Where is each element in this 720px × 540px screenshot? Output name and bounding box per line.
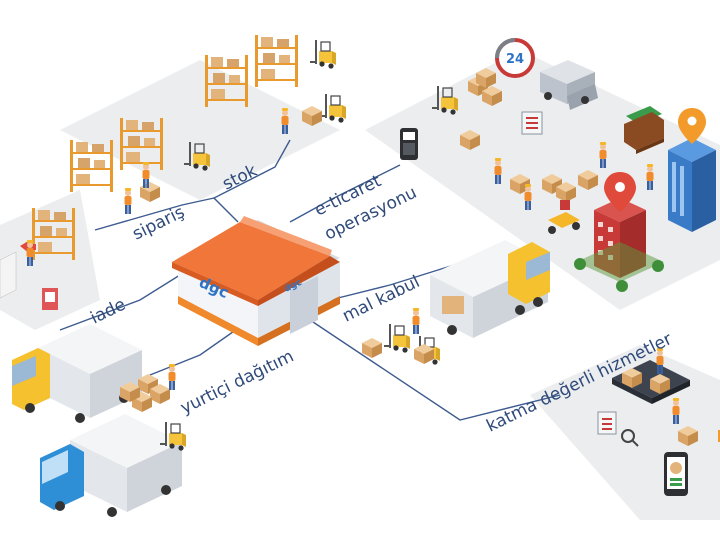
central-warehouse: dgc dgc (172, 216, 340, 346)
label-mal-kabul: mal kabul (339, 272, 423, 327)
label-siparis: sipariş (129, 202, 188, 244)
clock-24-label: 24 (506, 52, 524, 67)
payment-terminal-icon (400, 128, 418, 160)
distribution-area (12, 324, 186, 517)
blue-building (668, 138, 716, 232)
mobile-phone-icon (664, 452, 688, 496)
